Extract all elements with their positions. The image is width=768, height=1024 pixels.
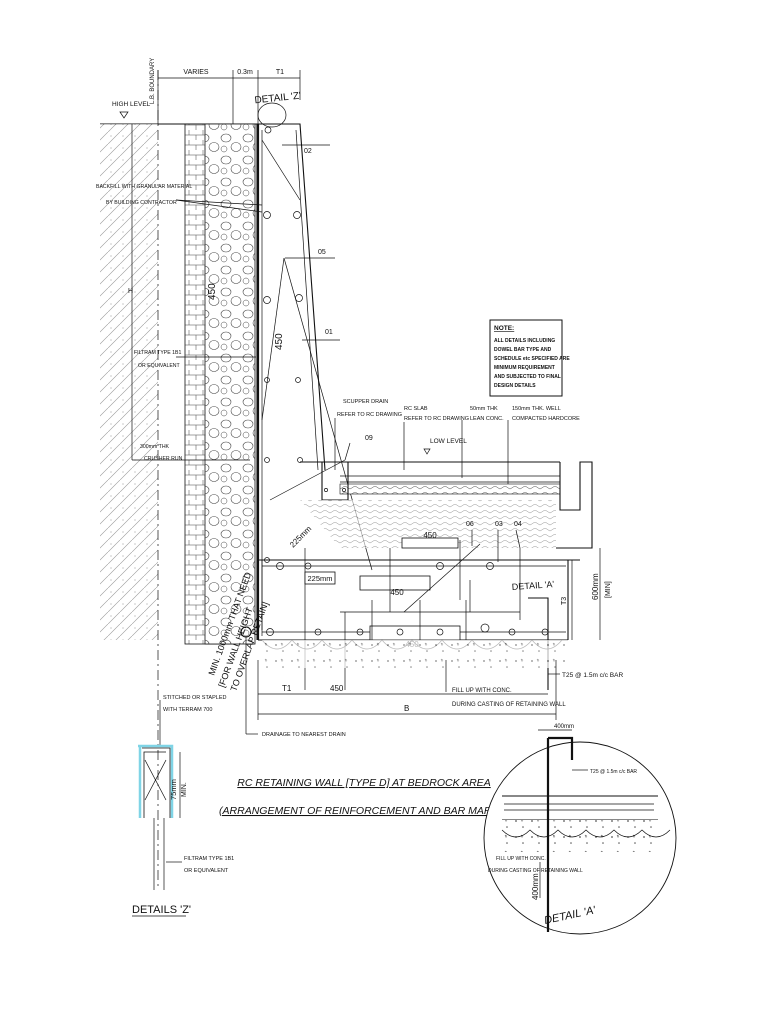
b-dimension: B (404, 704, 409, 713)
lean-conc-label-2: LEAN CONC. (470, 416, 504, 422)
detail-a: 400mm T25 @ 1.5m c/c BAR 400mm FILL UP W… (483, 724, 677, 935)
dim-75: 75mm (169, 779, 178, 800)
varies-dimension: VARIES (183, 69, 208, 76)
detail-a-dim-400-v: 400mm (531, 873, 540, 900)
low-level-marker (423, 448, 431, 455)
fill-up-label-2: DURING CASTING OF RETAINING WALL (452, 702, 566, 708)
bar-mark-02: 02 (304, 148, 312, 155)
note-line-4: MINIMUM REQUIREMENT (494, 365, 555, 371)
title-line-2: (ARRANGEMENT OF REINFORCEMENT AND BAR MA… (219, 805, 509, 817)
bar-mark-04: 04 (514, 521, 522, 528)
dim-450-wall-b: 450 (274, 333, 285, 350)
bar-mark-09: 09 (365, 435, 373, 442)
rc-slab-label: RC SLAB (404, 406, 428, 412)
bar-mark-01: 01 (325, 329, 333, 336)
dim-450-footing-a: 450 (390, 588, 404, 597)
footing-detail-box-1 (359, 575, 431, 591)
dim-600: 600mm (591, 573, 600, 600)
dim-225-a: 225mm (288, 524, 313, 549)
backfill-label: BACKFILL WITH GRANULAR MATERIAL (96, 184, 192, 190)
dim-450-footing-c: 450 (423, 531, 437, 540)
dim-450-bottom: 450 (330, 684, 344, 693)
backfill-label-2: BY BUILDING CONTRACTOR (106, 200, 177, 206)
rc-slab-label-2: REFER TO RC DRAWING (404, 416, 469, 422)
note-line-5: AND SUBJECTED TO FINAL (494, 374, 561, 380)
existing-ground-hatch (100, 124, 158, 640)
detail-a-fill-label-2: DURING CASTING OF RETAINING WALL (488, 868, 583, 874)
h-dimension: H (128, 288, 133, 295)
footing-bars (304, 540, 549, 690)
bar-mark-03: 03 (495, 521, 503, 528)
dim-450-wall-a: 450 (207, 283, 218, 300)
dim-225-b: 225mm (307, 574, 332, 583)
high-level-marker (119, 111, 129, 119)
fill-under-slab (300, 500, 556, 548)
detail-a-callout: DETAIL 'A' (511, 579, 554, 592)
hardcore-label: 150mm THK. WELL (512, 406, 561, 412)
wall-stem-front-face (258, 123, 326, 471)
detail-a-t25: T25 @ 1.5m c/c BAR (590, 769, 637, 775)
details-z: STITCHED OR STAPLED WITH TERRAM 700 75mm… (132, 695, 234, 917)
detail-z-circle (257, 102, 287, 128)
footing-detail-box-2 (369, 625, 461, 641)
details-z-title: DETAILS 'Z' (132, 904, 191, 916)
box-225 (304, 571, 336, 585)
title-line-1: RC RETAINING WALL [TYPE D] AT BEDROCK AR… (237, 777, 490, 789)
drainage-label: DRAINAGE TO NEAREST DRAIN (262, 732, 346, 738)
dim-600-min: [MIN] (605, 581, 612, 598)
low-level-label: LOW LEVEL (430, 438, 467, 445)
t1-top-dimension: T1 (276, 69, 284, 76)
wall-rebar-vertical-front (295, 129, 319, 471)
drain-300-label: 300mm THK (140, 444, 170, 450)
building-boundary-label: L.B. BOUNDARY (150, 58, 156, 104)
note-line-6: DESIGN DETAILS (494, 383, 536, 389)
detail-z-callout: DETAIL 'Z' (254, 91, 302, 107)
rc-slab (300, 461, 593, 549)
stitched-label: STITCHED OR STAPLED (163, 695, 226, 701)
high-level-label: HIGH LEVEL (112, 101, 151, 108)
bedrock-fill (262, 640, 568, 668)
bar-mark-06: 06 (466, 521, 474, 528)
footing-detail-box-3 (401, 537, 459, 549)
note-line-3: SCHEDULE etc SPECIFIED ARE (494, 356, 570, 362)
filter-fabric-wrap (138, 744, 174, 818)
note-line-2: DOWEL BAR TYPE AND (494, 347, 552, 353)
hardcore-label-2: COMPACTED HARDCORE (512, 416, 580, 422)
t25-label: T25 @ 1.5m c/c BAR (562, 672, 623, 679)
t1-bottom: T1 (282, 684, 292, 693)
scupper-drain-label: SCUPPER DRAIN (343, 399, 388, 405)
note-box (489, 319, 563, 397)
dimension-03m: 0.3m (237, 69, 253, 76)
filtram-label-2: OR EQUIVALENT (138, 363, 181, 369)
crusher-run-zone (204, 123, 256, 645)
bar-mark-05: 05 (318, 249, 326, 256)
filtram-z-label-2: OR EQUIVALENT (184, 868, 229, 874)
note-line-1: ALL DETAILS INCLUDING (494, 338, 555, 344)
dim-75-min: MIN. (181, 782, 188, 797)
detail-a-fill-label: FILL UP WITH CONC. (496, 856, 546, 862)
filtram-label: FILTRAM TYPE 1B1 (134, 350, 181, 356)
stitched-label-2: WITH TERRAM 700 (163, 707, 212, 713)
filtram-z-label: FILTRAM TYPE 1B1 (184, 856, 234, 862)
note-title: NOTE: (494, 325, 514, 332)
fill-up-label: FILL UP WITH CONC. (452, 688, 512, 694)
lean-conc-label: 50mm THK (470, 406, 498, 412)
detail-a-dim-400: 400mm (554, 724, 574, 730)
t3-dimension: T3 (561, 597, 568, 605)
drain-300-label-2: CRUSHER RUN (144, 456, 183, 462)
scupper-drain-label-2: REFER TO RC DRAWING (337, 412, 402, 418)
